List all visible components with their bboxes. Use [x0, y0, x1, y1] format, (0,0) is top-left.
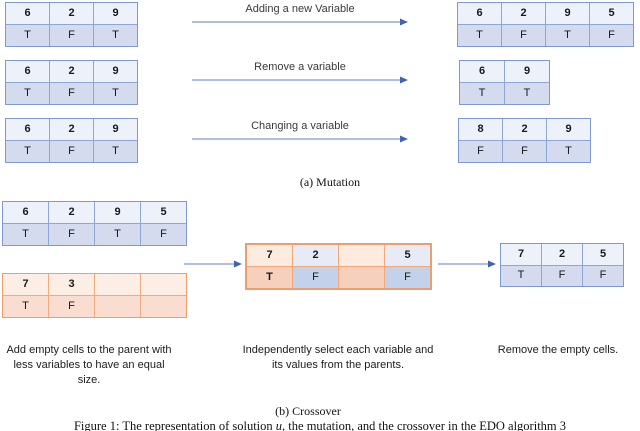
var-cell: 5: [590, 3, 633, 24]
val-cell: T: [94, 25, 137, 46]
var-cell: 9: [547, 119, 590, 140]
figure-caption-variable: u: [275, 419, 283, 431]
val-cell: T: [547, 141, 590, 162]
crossover-intermediate-table: 7 2 5 T F F: [245, 243, 432, 290]
crossover-step2-caption: Independently select each variable and i…: [242, 344, 434, 371]
var-cell: 2: [502, 3, 545, 24]
figure-caption-suffix: , the mutation, and the crossover in the…: [282, 419, 567, 431]
var-cell: 5: [583, 244, 623, 265]
var-cell: 6: [6, 3, 49, 24]
arrow-right-icon: [192, 76, 408, 84]
val-cell: F: [50, 141, 93, 162]
var-cell: 6: [458, 3, 501, 24]
arrow-right-icon: [192, 18, 408, 26]
crossover-parent2-table: 7 3 T F: [2, 273, 187, 318]
val-cell: T: [460, 83, 504, 104]
mutation-2-source-table: 6 2 9 T F T: [5, 60, 138, 105]
val-cell: T: [505, 83, 549, 104]
mutation-1-source-table: 6 2 9 T F T: [5, 2, 138, 47]
val-cell: T: [546, 25, 589, 46]
var-cell: 6: [6, 119, 49, 140]
val-cell: T: [247, 267, 292, 288]
val-cell: T: [94, 141, 137, 162]
var-cell: 6: [6, 61, 49, 82]
var-cell: 2: [542, 244, 582, 265]
var-cell: 9: [546, 3, 589, 24]
val-cell: T: [94, 83, 137, 104]
var-cell: 9: [505, 61, 549, 82]
val-cell: T: [3, 296, 48, 317]
var-cell: 9: [95, 202, 140, 223]
var-cell: 7: [3, 274, 48, 295]
val-cell: F: [385, 267, 430, 288]
crossover-offspring-table: 7 2 5 T F F: [500, 243, 624, 287]
val-cell: F: [293, 267, 338, 288]
mutation-3-source-table: 6 2 9 T F T: [5, 118, 138, 163]
var-cell: 8: [459, 119, 502, 140]
var-cell: 2: [50, 119, 93, 140]
val-cell: T: [458, 25, 501, 46]
var-cell: 9: [94, 119, 137, 140]
arrow-right-icon: [192, 135, 408, 143]
mutation-3-arrow-label: Changing a variable: [251, 120, 349, 132]
val-cell: F: [49, 224, 94, 245]
empty-cell: [141, 296, 186, 317]
mutation-1-arrow-label: Adding a new Variable: [245, 3, 355, 15]
empty-cell: [339, 267, 384, 288]
var-cell: 9: [94, 3, 137, 24]
val-cell: F: [503, 141, 546, 162]
mutation-2-result-table: 6 9 T T: [459, 60, 550, 105]
val-cell: F: [50, 25, 93, 46]
mutation-1-result-table: 6 2 9 5 T F T F: [457, 2, 634, 47]
crossover-parent1-table: 6 2 9 5 T F T F: [2, 201, 187, 246]
var-cell: 9: [94, 61, 137, 82]
crossover-step1-caption: Add empty cells to the parent with less …: [6, 344, 172, 386]
empty-cell: [141, 274, 186, 295]
val-cell: F: [50, 83, 93, 104]
figure-caption: Figure 1: The representation of solution…: [0, 419, 640, 431]
val-cell: T: [6, 83, 49, 104]
val-cell: F: [590, 25, 633, 46]
var-cell: 2: [50, 61, 93, 82]
var-cell: 6: [460, 61, 504, 82]
arrow-right-icon: [438, 260, 496, 268]
val-cell: T: [3, 224, 48, 245]
var-cell: 2: [50, 3, 93, 24]
val-cell: T: [501, 265, 541, 286]
var-cell: 2: [503, 119, 546, 140]
arrow-right-icon: [184, 260, 242, 268]
var-cell: 2: [293, 245, 338, 266]
val-cell: T: [6, 25, 49, 46]
var-cell: 6: [3, 202, 48, 223]
val-cell: F: [49, 296, 94, 317]
crossover-step3-caption: Remove the empty cells.: [497, 344, 619, 356]
val-cell: F: [583, 265, 623, 286]
mutation-3-result-table: 8 2 9 F F T: [458, 118, 591, 163]
var-cell: 3: [49, 274, 94, 295]
empty-cell: [339, 245, 384, 266]
var-cell: 5: [385, 245, 430, 266]
mutation-1-arrow-group: Adding a new Variable: [192, 3, 408, 26]
val-cell: T: [95, 224, 140, 245]
mutation-2-arrow-label: Remove a variable: [254, 61, 346, 73]
crossover-section-label: (b) Crossover: [275, 404, 341, 418]
empty-cell: [95, 274, 140, 295]
val-cell: F: [459, 141, 502, 162]
var-cell: 7: [247, 245, 292, 266]
mutation-2-arrow-group: Remove a variable: [192, 61, 408, 84]
val-cell: F: [141, 224, 186, 245]
var-cell: 7: [501, 244, 541, 265]
mutation-section-label: (a) Mutation: [299, 175, 361, 189]
figure-caption-prefix: Figure 1: The representation of solution: [73, 419, 273, 431]
var-cell: 5: [141, 202, 186, 223]
mutation-3-arrow-group: Changing a variable: [192, 120, 408, 143]
var-cell: 2: [49, 202, 94, 223]
val-cell: F: [542, 265, 582, 286]
val-cell: F: [502, 25, 545, 46]
empty-cell: [95, 296, 140, 317]
val-cell: T: [6, 141, 49, 162]
